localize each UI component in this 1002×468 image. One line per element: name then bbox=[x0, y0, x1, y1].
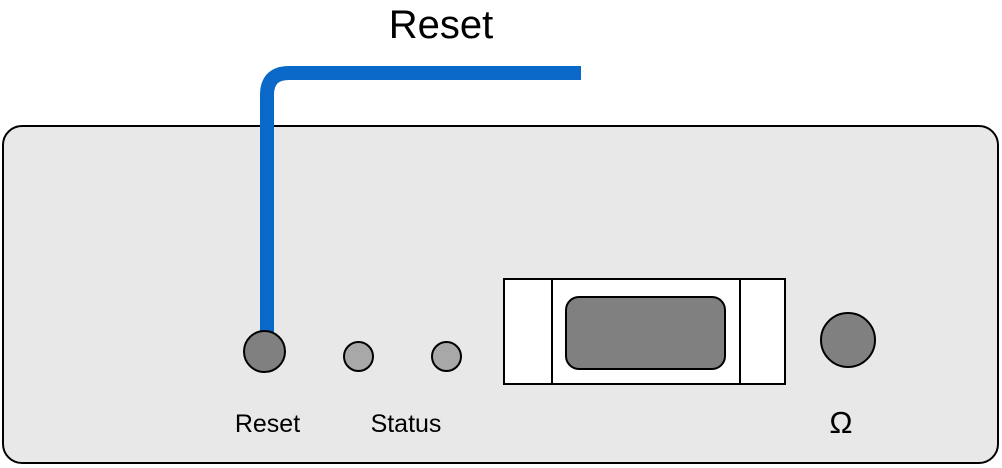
callout-reset-label: Reset bbox=[388, 3, 494, 47]
reset-button bbox=[243, 330, 286, 373]
status-led-1 bbox=[343, 341, 374, 372]
connector-block bbox=[503, 278, 786, 385]
connector-divider-left bbox=[551, 280, 553, 383]
ohm-button-label: Ω bbox=[829, 405, 853, 440]
status-led-2 bbox=[431, 341, 462, 372]
status-led-label: Status bbox=[370, 410, 442, 438]
ohm-button bbox=[820, 312, 876, 368]
connector-divider-right bbox=[739, 280, 741, 383]
connector-pad bbox=[565, 296, 726, 370]
reset-button-label: Reset bbox=[234, 410, 301, 438]
